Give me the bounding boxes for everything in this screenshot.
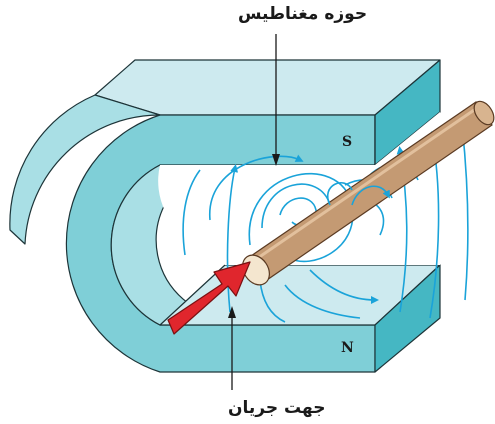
current-carrying-wire-icon — [242, 100, 495, 286]
field-line — [209, 154, 304, 221]
magnetic-field-label: حوزه مغناطیس — [238, 4, 368, 24]
wire-top-end — [473, 100, 495, 126]
magnet-n-pole-face — [374, 264, 441, 373]
field-line — [284, 284, 361, 319]
field-line — [226, 164, 239, 313]
wire-highlight — [251, 104, 481, 264]
current-leader-arrowhead — [228, 306, 236, 318]
field-line — [458, 121, 469, 301]
field-line — [309, 269, 379, 304]
north-pole-label: N — [341, 340, 354, 356]
field-line — [182, 169, 201, 256]
south-pole-label: S — [342, 134, 353, 150]
red-arrow-icon — [167, 261, 251, 335]
current-direction-label: جهت جریان — [228, 398, 326, 418]
field-line-front — [327, 181, 353, 206]
field-leader-arrowhead — [272, 154, 280, 166]
magnet-back-edge — [9, 94, 161, 245]
field-line-front — [351, 185, 390, 206]
